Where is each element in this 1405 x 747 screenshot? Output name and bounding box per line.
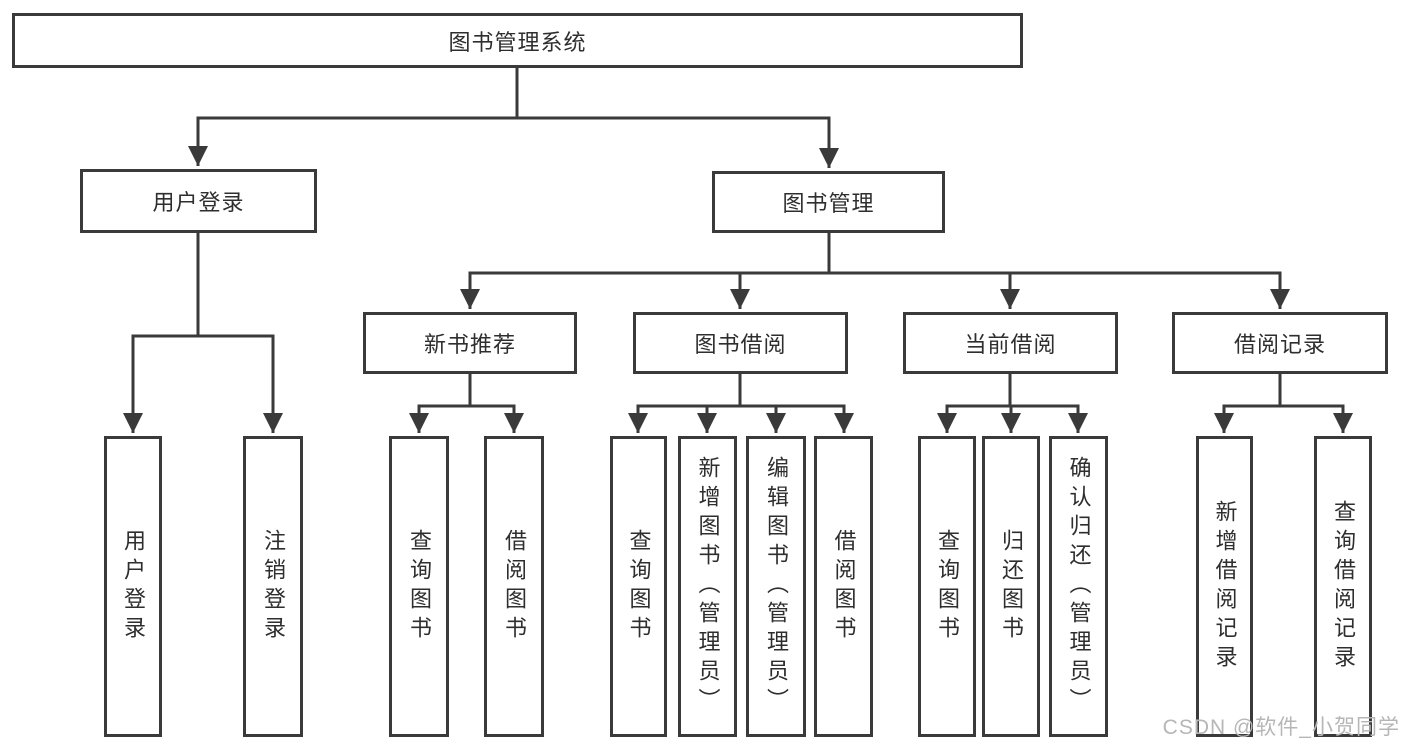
node-new-book-recommend: 新书推荐: [363, 312, 577, 374]
leaf-borrow-add-books-admin: 新增图书（管理员）: [678, 436, 737, 737]
node-current-borrow-label: 当前借阅: [964, 332, 1057, 357]
leaf-recommend-query-books: 查询图书: [389, 436, 449, 737]
leaf-borrow-query-books: 查询图书: [610, 436, 667, 737]
leaf-current-query-books-label: 查询图书: [935, 528, 960, 645]
leaf-user-login: 用户登录: [104, 436, 162, 737]
node-book-management: 图书管理: [712, 171, 945, 233]
leaf-recommend-query-books-label: 查询图书: [407, 528, 432, 645]
leaf-records-add-record: 新增借阅记录: [1196, 436, 1253, 737]
node-book-management-label: 图书管理: [782, 191, 875, 216]
node-user-login-label: 用户登录: [152, 190, 245, 215]
leaf-current-query-books: 查询图书: [918, 436, 976, 737]
leaf-borrow-edit-books-admin: 编辑图书（管理员）: [746, 436, 806, 737]
leaf-recommend-borrow-books-label: 借阅图书: [502, 528, 527, 645]
csdn-watermark: CSDN @软件_小贺同学: [1162, 716, 1400, 739]
leaf-current-return-books: 归还图书: [982, 436, 1040, 737]
leaf-borrow-add-books-admin-label: 新增图书（管理员）: [695, 456, 721, 717]
node-book-borrow-label: 图书借阅: [694, 332, 787, 357]
leaf-borrow-borrow-books-label: 借阅图书: [831, 528, 857, 645]
leaf-records-query-record-label: 查询借阅记录: [1331, 499, 1356, 674]
leaf-records-query-record: 查询借阅记录: [1314, 436, 1372, 737]
leaf-records-add-record-label: 新增借阅记录: [1212, 499, 1238, 674]
node-root-system-label: 图书管理系统: [448, 29, 587, 55]
node-root-system: 图书管理系统: [12, 13, 1023, 68]
leaf-logout-label: 注销登录: [261, 528, 286, 645]
leaf-current-confirm-return-admin-label: 确认归还（管理员）: [1066, 456, 1092, 717]
node-borrow-records: 借阅记录: [1172, 312, 1388, 374]
node-book-borrow: 图书借阅: [633, 312, 848, 374]
node-user-login: 用户登录: [80, 169, 317, 233]
leaf-user-login-label: 用户登录: [121, 528, 146, 645]
leaf-logout: 注销登录: [243, 436, 303, 737]
leaf-current-confirm-return-admin: 确认归还（管理员）: [1049, 436, 1108, 737]
node-new-book-recommend-label: 新书推荐: [423, 332, 516, 357]
node-current-borrow: 当前借阅: [903, 312, 1118, 374]
leaf-current-return-books-label: 归还图书: [999, 528, 1024, 645]
node-borrow-records-label: 借阅记录: [1233, 332, 1326, 357]
leaf-recommend-borrow-books: 借阅图书: [484, 436, 544, 737]
leaf-borrow-borrow-books: 借阅图书: [814, 436, 873, 737]
leaf-borrow-edit-books-admin-label: 编辑图书（管理员）: [764, 456, 789, 717]
leaf-borrow-query-books-label: 查询图书: [626, 528, 652, 645]
